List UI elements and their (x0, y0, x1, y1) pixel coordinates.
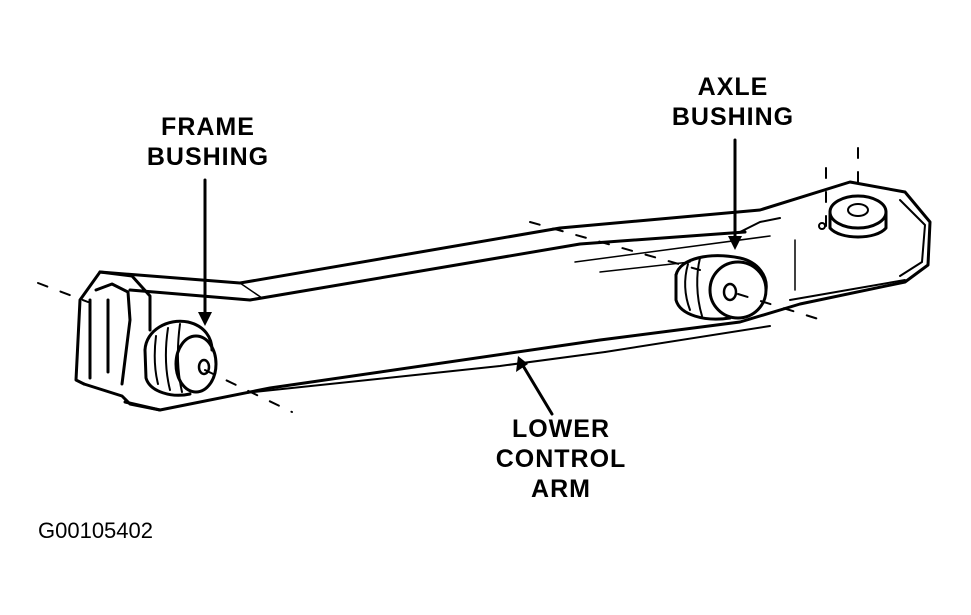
frame-bushing-label-line-2: BUSHING (146, 143, 270, 171)
arrow-heads (198, 236, 742, 372)
lower-control-arm-label-line-2: CONTROL (495, 445, 627, 473)
axle-bushing-label-line-2: BUSHING (671, 103, 795, 131)
axle-bushing-label-line-1: AXLE (697, 73, 769, 101)
lower-control-arm-label-line-1: LOWER (511, 415, 611, 443)
frame-bushing (143, 319, 218, 397)
leader-arrows (203, 138, 737, 416)
lower-control-arm-label-line-3: ARM (531, 475, 591, 503)
figure-id: G00105402 (38, 518, 153, 543)
frame-bushing-label: FRAME BUSHING (138, 112, 278, 172)
frame-bushing-label-line-1: FRAME (161, 113, 255, 141)
lower-control-arm-label: LOWER CONTROL ARM (486, 414, 636, 504)
frame-bracket (74, 270, 162, 412)
ball-joint-boss (818, 194, 888, 239)
arm-body (98, 180, 932, 412)
axle-bushing (674, 254, 768, 321)
axle-bushing-label: AXLE BUSHING (660, 72, 806, 132)
